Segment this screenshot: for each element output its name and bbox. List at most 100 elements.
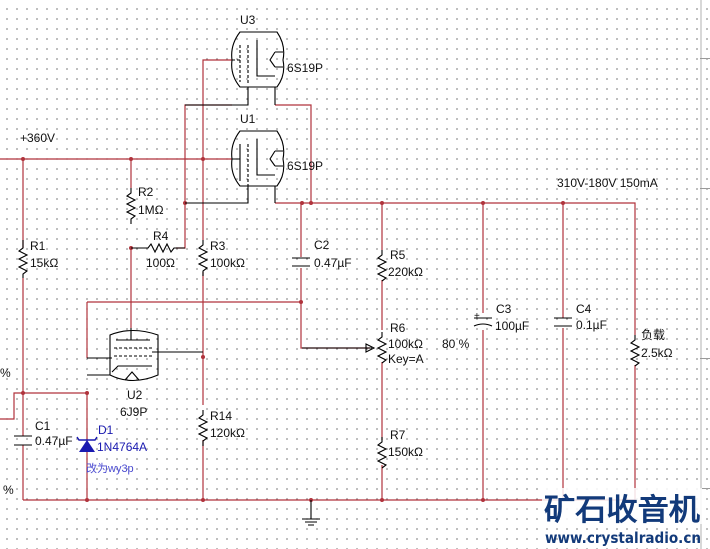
wire-left-step[interactable] xyxy=(0,392,87,420)
resistor-r2[interactable] xyxy=(125,188,137,224)
junction xyxy=(300,201,304,205)
resistor-r14[interactable] xyxy=(197,410,209,446)
wire-u3-cathode xyxy=(275,104,312,203)
watermark-bg xyxy=(542,488,702,524)
left-pct-label: % xyxy=(3,483,14,497)
tube-plate xyxy=(256,139,283,176)
wire-u3-grid xyxy=(202,59,232,159)
tube-u3[interactable] xyxy=(185,31,285,106)
tube-grid xyxy=(232,144,241,181)
tube-grid xyxy=(232,45,249,85)
resistor-r5[interactable] xyxy=(376,250,388,282)
r1-ref: R1 xyxy=(30,239,46,253)
ruler-tick xyxy=(700,188,710,189)
diode-bar xyxy=(76,436,98,441)
junction xyxy=(85,391,89,395)
wire-output-rail[interactable] xyxy=(275,202,636,335)
output-spec-label: 310V-180V 150mA xyxy=(557,176,658,190)
junction xyxy=(299,300,303,304)
ground-icon xyxy=(302,500,320,526)
left-pct-label: % xyxy=(0,366,11,380)
u3-ref: U3 xyxy=(240,13,256,27)
supply-voltage-label: +360V xyxy=(20,131,55,145)
resistor-r1[interactable] xyxy=(17,240,29,278)
resistor-load[interactable] xyxy=(629,335,641,367)
capacitor-c4[interactable] xyxy=(554,317,572,327)
tube-pins xyxy=(87,351,203,381)
tube-grids xyxy=(114,347,152,357)
potentiometer-wiper[interactable] xyxy=(302,343,376,353)
wire-feedback xyxy=(87,301,370,349)
r3-value: 100kΩ xyxy=(210,256,245,270)
diode-triangle xyxy=(79,440,95,452)
watermark-url[interactable]: www.crystalradio.cn xyxy=(545,529,701,547)
tube-pins xyxy=(185,87,276,106)
r4-ref: R4 xyxy=(153,229,169,243)
tube-u1[interactable] xyxy=(185,130,285,204)
tube-envelope xyxy=(231,130,285,187)
c3-polarity: + xyxy=(474,311,480,322)
r7-ref: R7 xyxy=(390,428,406,442)
c2-ref: C2 xyxy=(314,238,330,252)
c2-value: 0.47µF xyxy=(314,256,352,270)
u3-value: 6S19P xyxy=(287,61,323,75)
capacitor-c1[interactable] xyxy=(14,435,32,446)
u1-ref: U1 xyxy=(240,112,256,126)
ground-symbol[interactable] xyxy=(302,500,320,526)
junction xyxy=(201,498,205,502)
junction xyxy=(129,157,133,161)
tube-plate xyxy=(116,328,150,341)
junction xyxy=(309,201,313,205)
junction xyxy=(561,201,565,205)
zener-diode-d1[interactable] xyxy=(76,436,98,452)
r5-value: 220kΩ xyxy=(388,265,423,279)
junction xyxy=(85,498,89,502)
capacitor-c2[interactable] xyxy=(292,257,310,267)
tube-envelope xyxy=(109,329,159,382)
r14-value: 120kΩ xyxy=(210,426,245,440)
load-value: 2.5kΩ xyxy=(641,346,673,360)
wire-r4-grid xyxy=(176,104,232,249)
u2-value: 6J9P xyxy=(120,405,147,419)
junction xyxy=(380,201,384,205)
c1-value: 0.47µF xyxy=(35,434,73,448)
c4-ref: C4 xyxy=(576,302,592,316)
r6-ref: R6 xyxy=(390,321,406,335)
junction xyxy=(481,498,485,502)
ruler-tick xyxy=(700,358,710,359)
junction xyxy=(201,355,205,359)
watermark-title: 矿石收音机 xyxy=(544,493,700,528)
r6-setting: 80 % xyxy=(442,337,470,351)
r14-ref: R14 xyxy=(210,409,232,423)
capacitor-c3[interactable] xyxy=(473,317,493,327)
wires xyxy=(0,59,636,501)
junction xyxy=(201,157,205,161)
tube-pins xyxy=(185,186,276,204)
r7-value: 150kΩ xyxy=(388,445,423,459)
junctions xyxy=(21,157,565,502)
r6-value: 100kΩ xyxy=(388,337,423,351)
junction xyxy=(481,201,485,205)
r4-value: 100Ω xyxy=(146,256,175,270)
c3-value: 100µF xyxy=(495,319,529,333)
junction xyxy=(21,391,25,395)
c4-value: 0.1µF xyxy=(576,318,607,332)
r1-value: 15kΩ xyxy=(30,256,58,270)
potentiometer-r6[interactable] xyxy=(376,332,388,364)
junction xyxy=(380,498,384,502)
c1-ref: C1 xyxy=(35,419,51,433)
ruler-tick xyxy=(700,58,710,59)
r6-key: Key=A xyxy=(388,352,424,366)
c3-ref: C3 xyxy=(496,302,512,316)
d1-ref: D1 xyxy=(98,423,114,437)
resistor-r3[interactable] xyxy=(197,240,209,276)
tube-u2[interactable] xyxy=(87,328,203,382)
d1-value: 1N4764A xyxy=(97,440,147,454)
tube-envelope xyxy=(231,31,285,88)
resistor-r7[interactable] xyxy=(376,437,388,469)
u2-ref: U2 xyxy=(127,388,143,402)
r3-ref: R3 xyxy=(210,239,226,253)
load-ref: 负载 xyxy=(641,328,665,342)
resistor-r4[interactable] xyxy=(131,242,185,254)
